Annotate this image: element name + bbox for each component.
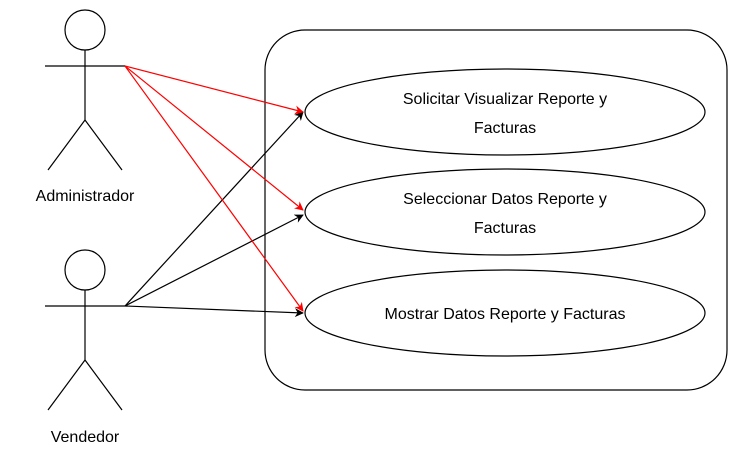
association-administrador-mostrar [124, 65, 304, 312]
use-case-ellipse [304, 269, 706, 357]
association-vendedor-mostrar [124, 305, 304, 318]
use-case-solicitar[interactable]: Solicitar Visualizar Reporte y Facturas [304, 68, 706, 156]
actor-administrador[interactable]: Administrador [36, 9, 135, 205]
use-case-label: Seleccionar Datos Reporte y [403, 191, 607, 208]
use-case-seleccionar[interactable]: Seleccionar Datos Reporte y Facturas [304, 168, 706, 256]
use-case-label: Solicitar Visualizar Reporte y [403, 91, 607, 108]
actor-right-leg [84, 119, 123, 171]
actor-head [64, 9, 106, 51]
use-case-ellipse [304, 68, 706, 156]
actor-label-vendedor: Vendedor [51, 429, 120, 446]
actor-label-administrador: Administrador [36, 188, 135, 205]
use-case-mostrar[interactable]: Mostrar Datos Reporte y Facturas [304, 269, 706, 357]
association-vendedor-seleccionar [124, 214, 304, 307]
association-vendedor-solicitar [124, 111, 304, 307]
use-case-label: Facturas [474, 220, 536, 237]
actor-left-leg [47, 359, 86, 411]
actor-head [64, 249, 106, 291]
system-boundary [264, 29, 728, 391]
actor-right-leg [84, 359, 123, 411]
association-administrador-solicitar [124, 65, 304, 115]
use-case-label: Mostrar Datos Reporte y Facturas [385, 306, 626, 323]
association-administrador-seleccionar [124, 65, 304, 211]
actor-left-leg [47, 119, 86, 171]
use-case-ellipse [304, 168, 706, 256]
use-case-label: Facturas [474, 120, 536, 137]
actor-vendedor[interactable]: Vendedor [45, 249, 125, 446]
